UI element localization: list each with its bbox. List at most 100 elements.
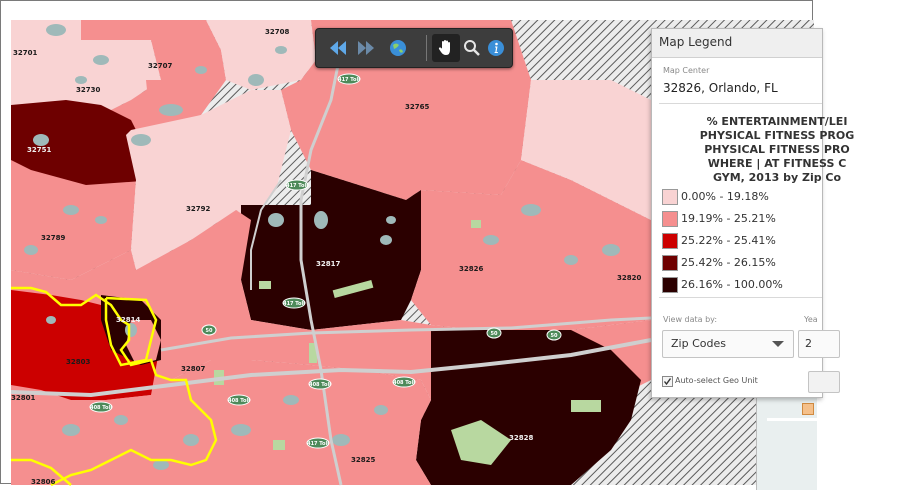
legend-range-label: 26.16% - 100.00% [681,278,783,291]
svg-text:417 Toll: 417 Toll [338,77,360,83]
legend-class-row: 25.42% - 26.15% [662,255,822,273]
year-label: Yea [804,315,818,324]
zip-label: 32828 [509,434,533,442]
svg-text:408 Toll: 408 Toll [393,380,415,386]
legend-heading-line: GYM, 2013 by Zip Co [712,171,842,184]
zip-area[interactable] [11,360,431,485]
zip-label: 32701 [13,49,37,57]
map-legend-panel: Map Legend Map Center 32826, Orlando, FL… [651,28,855,398]
svg-text:408 Toll: 408 Toll [228,398,250,404]
road-shield: 50 [546,329,562,341]
legend-heading-line: PHYSICAL FITNESS PRO [704,143,850,156]
map-frame: 417 Toll 417 Toll 417 Toll 50 50 50 408 Toll 40… [0,0,854,490]
legend-heading: % ENTERTAINMENT/LEI PHYSICAL FITNESS PRO… [652,115,855,185]
year-value: 2 [805,337,812,350]
auto-select-option[interactable]: Auto-select Geo Unit [662,376,792,390]
legend-divider [659,297,822,298]
zip-labels: 3270132707327083273032765327513279232789… [11,28,641,486]
zip-label: 32826 [459,265,483,273]
legend-swatch [662,255,678,271]
legend-class-row: 0.00% - 19.18% [662,189,822,207]
zip-label: 32708 [265,28,289,36]
road-shield: 50 [486,327,502,339]
zip-area[interactable] [11,100,156,185]
zoom-in-icon[interactable] [352,34,380,62]
road-shield: 417 Toll [285,179,309,191]
selected-boundaries [11,286,218,487]
zip-label: 32707 [148,62,172,70]
inset-marker [802,403,814,415]
year-select[interactable]: 2 [798,330,840,358]
legend-class-row: 25.22% - 25.41% [662,233,822,251]
globe-icon[interactable] [384,34,412,62]
legend-heading-line: WHERE | AT FITNESS C [707,157,847,170]
zip-area[interactable] [241,170,421,330]
apply-button[interactable] [808,371,840,393]
legend-swatch [662,233,678,249]
legend-heading-line: PHYSICAL FITNESS PROG [699,129,855,142]
water-bodies [24,24,620,470]
road-shield: 408 Toll [227,394,251,406]
map-toolbar [315,28,513,68]
zoom-out-icon[interactable] [324,34,352,62]
svg-text:417 Toll: 417 Toll [283,301,305,307]
svg-text:408 Toll: 408 Toll [309,382,331,388]
legend-range-label: 25.22% - 25.41% [681,234,776,247]
zip-area[interactable] [81,20,226,130]
legend-class-row: 26.16% - 100.00% [662,277,822,295]
zip-label: 32792 [186,205,210,213]
zip-area[interactable] [126,90,291,270]
geo-unit-value: Zip Codes [671,337,726,350]
legend-swatch [662,277,678,293]
road-shield: 408 Toll [392,376,416,388]
legend-header[interactable]: Map Legend [652,29,822,58]
auto-select-checkbox[interactable] [662,376,673,387]
road-shield: 408 Toll [89,401,113,413]
road-shield: 417 Toll [306,437,330,449]
view-data-by-label: View data by: [663,315,718,324]
svg-text:417 Toll: 417 Toll [286,183,308,189]
zip-label: 32807 [181,365,205,373]
geo-unit-select[interactable]: Zip Codes [662,330,794,358]
legend-heading-line: % ENTERTAINMENT/LEI [706,115,848,128]
zip-label: 32730 [76,86,100,94]
zip-label: 32825 [351,456,375,464]
svg-text:50: 50 [206,328,213,334]
zip-area[interactable] [11,20,161,120]
road-shields: 417 Toll 417 Toll 417 Toll 50 50 50 408 Toll 40… [89,73,562,449]
svg-text:50: 50 [551,333,558,339]
overview-inset[interactable] [756,398,817,490]
legend-divider [659,103,822,104]
road-shield: 50 [201,324,217,336]
zip-label: 32803 [66,358,90,366]
zip-regions [11,20,651,485]
svg-text:50: 50 [491,331,498,337]
zip-label: 32814 [116,316,140,324]
zip-area[interactable] [206,20,316,90]
svg-text:408 Toll: 408 Toll [90,405,112,411]
legend-range-label: 19.19% - 25.21% [681,212,776,225]
legend-class-row: 19.19% - 25.21% [662,211,822,229]
zip-label: 32765 [405,103,429,111]
roads [10,49,652,486]
chevron-down-icon [772,341,784,347]
road-shield: 417 Toll [337,73,361,85]
magnifier-icon[interactable] [458,34,486,62]
legend-title: Map Legend [659,35,733,49]
zip-label: 32820 [617,274,641,282]
zip-label: 32817 [316,260,340,268]
map-center-value: 32826, Orlando, FL [663,81,778,95]
zip-area[interactable] [411,160,651,330]
zip-area[interactable] [521,80,651,220]
auto-select-label: Auto-select Geo Unit [675,376,758,385]
zip-label: 32789 [41,234,65,242]
legend-range-label: 25.42% - 26.15% [681,256,776,269]
legend-range-label: 0.00% - 19.18% [681,190,769,203]
road-shield: 417 Toll [282,297,306,309]
legend-swatch [662,189,678,205]
zip-label: 32801 [11,394,35,402]
info-icon[interactable] [482,34,510,62]
check-icon [663,378,672,386]
svg-text:417 Toll: 417 Toll [307,441,329,447]
pan-hand-icon[interactable] [432,34,460,62]
